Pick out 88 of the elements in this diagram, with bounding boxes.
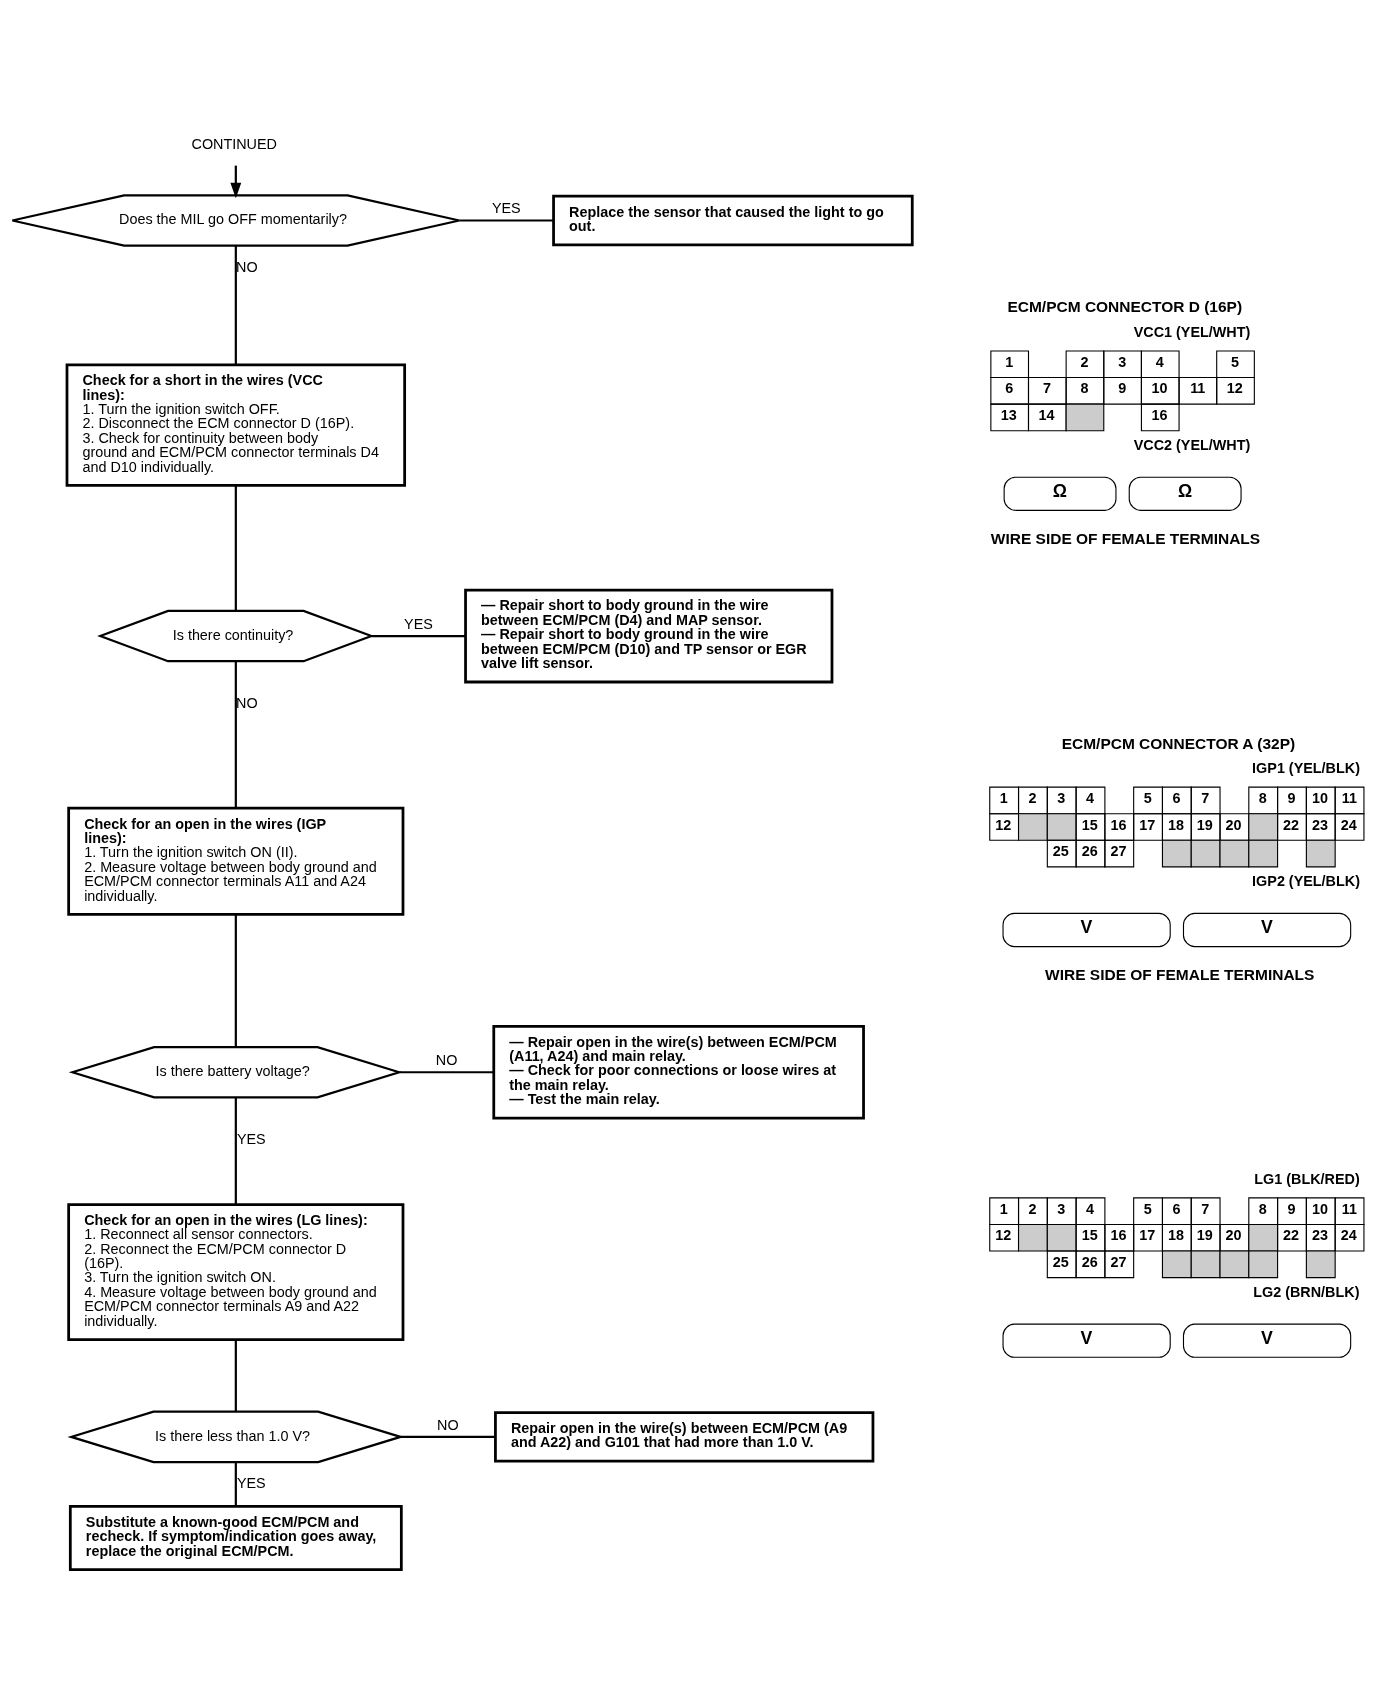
label: 1 — [999, 789, 1008, 806]
label: 25 — [1052, 1253, 1069, 1270]
label: IGP1 (YEL/BLK) — [1252, 759, 1360, 776]
label: 5 — [1143, 1200, 1152, 1217]
label: V — [1080, 1327, 1093, 1348]
label: 3 — [1057, 789, 1066, 806]
label: 6 — [1005, 379, 1014, 396]
edge-label: NO — [236, 694, 258, 711]
label: 11 — [1341, 789, 1358, 806]
label: 10 — [1151, 379, 1168, 396]
label: 24 — [1340, 1226, 1357, 1243]
label: 5 — [1143, 789, 1152, 806]
label: 2 — [1028, 1200, 1037, 1217]
label: 7 — [1042, 379, 1051, 396]
label: 5 — [1231, 353, 1240, 370]
label: 10 — [1311, 1200, 1328, 1217]
label: 4 — [1155, 353, 1164, 370]
label: 16 — [1151, 406, 1168, 423]
label: V — [1260, 916, 1273, 937]
label: 27 — [1110, 842, 1127, 859]
label: 9 — [1287, 1200, 1296, 1217]
label: 27 — [1110, 1253, 1127, 1270]
label: 12 — [995, 816, 1012, 833]
edge-label: NO — [435, 1051, 458, 1068]
label: 9 — [1118, 379, 1127, 396]
edge-label: NO — [236, 258, 258, 275]
label: 23 — [1311, 1226, 1328, 1243]
node-text: CONTINUED — [191, 135, 277, 152]
label: 17 — [1139, 1226, 1156, 1243]
edge-label: YES — [236, 1474, 266, 1491]
label: 3 — [1118, 353, 1127, 370]
label: 2 — [1080, 353, 1089, 370]
label: 25 — [1052, 842, 1069, 859]
label: WIRE SIDE OF FEMALE TERMINALS — [1045, 965, 1315, 983]
label: 20 — [1225, 816, 1242, 833]
label: Ω — [1052, 480, 1068, 501]
label: 11 — [1341, 1200, 1358, 1217]
label: 22 — [1283, 816, 1300, 833]
label: 9 — [1287, 789, 1296, 806]
label: 13 — [1000, 406, 1017, 423]
label: 20 — [1225, 1226, 1242, 1243]
label: 11 — [1190, 379, 1206, 396]
label: 4 — [1086, 1200, 1095, 1217]
label: 19 — [1196, 816, 1213, 833]
label: 18 — [1167, 816, 1184, 833]
label: 4 — [1086, 789, 1095, 806]
label: 12 — [1226, 379, 1243, 396]
label: 8 — [1258, 789, 1267, 806]
label: VCC1 (YEL/WHT) — [1133, 323, 1251, 340]
label: ECM/PCM CONNECTOR D (16P) — [1007, 297, 1243, 315]
label: 8 — [1080, 379, 1089, 396]
label: 14 — [1038, 406, 1055, 423]
edge-label: NO — [437, 1416, 459, 1433]
label: 8 — [1258, 1200, 1267, 1217]
label: V — [1080, 916, 1093, 937]
edge-label: YES — [236, 1130, 266, 1147]
label: 22 — [1283, 1226, 1300, 1243]
label: 7 — [1201, 1200, 1210, 1217]
label: 3 — [1057, 1200, 1066, 1217]
label: 7 — [1201, 789, 1210, 806]
label: 18 — [1167, 1226, 1184, 1243]
label: VCC2 (YEL/WHT) — [1133, 436, 1251, 453]
label: WIRE SIDE OF FEMALE TERMINALS — [990, 529, 1261, 547]
label: ECM/PCM CONNECTOR A (32P) — [1061, 734, 1296, 752]
label: 24 — [1340, 816, 1357, 833]
label: 26 — [1081, 1253, 1098, 1270]
label: 15 — [1081, 816, 1098, 833]
label: 6 — [1172, 789, 1181, 806]
label: 19 — [1196, 1226, 1213, 1243]
label: 10 — [1311, 789, 1328, 806]
label: 12 — [995, 1226, 1012, 1243]
label: 26 — [1081, 842, 1098, 859]
label: Ω — [1177, 480, 1193, 501]
label: LG2 (BRN/BLK) — [1253, 1283, 1360, 1300]
edge-label: YES — [491, 199, 521, 216]
label: V — [1260, 1327, 1273, 1348]
label: LG1 (BLK/RED) — [1254, 1170, 1360, 1187]
label: 23 — [1311, 816, 1328, 833]
label: 16 — [1110, 1226, 1127, 1243]
edge-label: YES — [404, 615, 433, 632]
label: 6 — [1172, 1200, 1181, 1217]
label: 2 — [1028, 789, 1037, 806]
label: 1 — [1005, 353, 1014, 370]
label: 1 — [999, 1200, 1008, 1217]
label: 15 — [1081, 1226, 1098, 1243]
label: 16 — [1110, 816, 1127, 833]
label: 17 — [1139, 816, 1156, 833]
label: IGP2 (YEL/BLK) — [1252, 872, 1360, 889]
